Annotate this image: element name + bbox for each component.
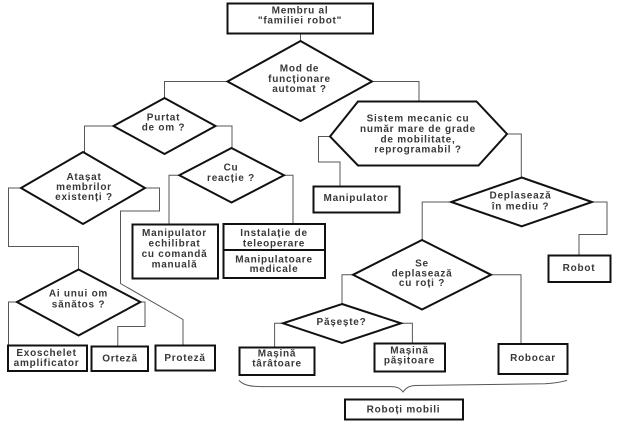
svg-text:Pășește?: Pășește? (317, 317, 367, 328)
svg-text:Se: Se (415, 259, 429, 270)
svg-text:manuală: manuală (152, 260, 198, 271)
svg-text:amplificator: amplificator (14, 358, 80, 369)
svg-text:existenți ?: existenți ? (55, 192, 113, 203)
svg-text:Instalație de: Instalație de (240, 228, 308, 239)
svg-text:membrilor: membrilor (56, 182, 112, 193)
svg-text:reprogramabil ?: reprogramabil ? (374, 145, 461, 156)
svg-text:Membru al: Membru al (272, 6, 329, 17)
svg-text:Robot: Robot (563, 263, 596, 274)
svg-text:în mediu ?: în mediu ? (491, 202, 550, 213)
svg-text:reacție ?: reacție ? (207, 173, 255, 184)
svg-text:pășitoare: pășitoare (384, 356, 435, 367)
svg-text:Ai unui om: Ai unui om (49, 289, 108, 300)
svg-text:Cu: Cu (224, 163, 239, 174)
svg-text:Manipulator: Manipulator (142, 228, 207, 239)
svg-text:funcționare: funcționare (268, 74, 331, 85)
svg-text:cu comandă: cu comandă (142, 249, 208, 260)
svg-text:Sistem mecanic cu: Sistem mecanic cu (367, 114, 470, 125)
svg-text:de mobilitate,: de mobilitate, (381, 134, 456, 145)
svg-text:deplasează: deplasează (392, 268, 453, 279)
svg-text:Mașină: Mașină (258, 349, 296, 360)
svg-text:cu roți ?: cu roți ? (399, 278, 445, 289)
svg-text:Exoschelet: Exoschelet (16, 348, 76, 359)
svg-text:Manipulatoare: Manipulatoare (235, 254, 313, 265)
svg-text:medicale: medicale (250, 264, 299, 275)
svg-text:Proteză: Proteză (164, 353, 205, 364)
svg-text:Roboți mobili: Roboți mobili (367, 405, 441, 416)
svg-text:Mașină: Mașină (390, 346, 428, 357)
svg-text:teleoperare: teleoperare (243, 239, 305, 250)
svg-text:Atașat: Atașat (66, 172, 101, 183)
svg-text:de om ?: de om ? (142, 122, 186, 133)
svg-text:echilibrat: echilibrat (149, 239, 201, 250)
svg-text:Orteză: Orteză (102, 354, 138, 365)
svg-text:târâtoare: târâtoare (252, 359, 302, 370)
svg-text:Mod de: Mod de (280, 64, 320, 75)
svg-text:număr mare de grade: număr mare de grade (360, 124, 476, 135)
svg-text:"familiei robot": "familiei robot" (258, 16, 342, 27)
svg-text:Manipulator: Manipulator (324, 193, 389, 204)
svg-text:Robocar: Robocar (510, 353, 556, 364)
svg-text:Purtat: Purtat (147, 112, 180, 123)
svg-text:sănătos ?: sănătos ? (52, 300, 105, 311)
svg-text:automat ?: automat ? (272, 84, 327, 95)
svg-text:Deplasează: Deplasează (490, 191, 552, 202)
